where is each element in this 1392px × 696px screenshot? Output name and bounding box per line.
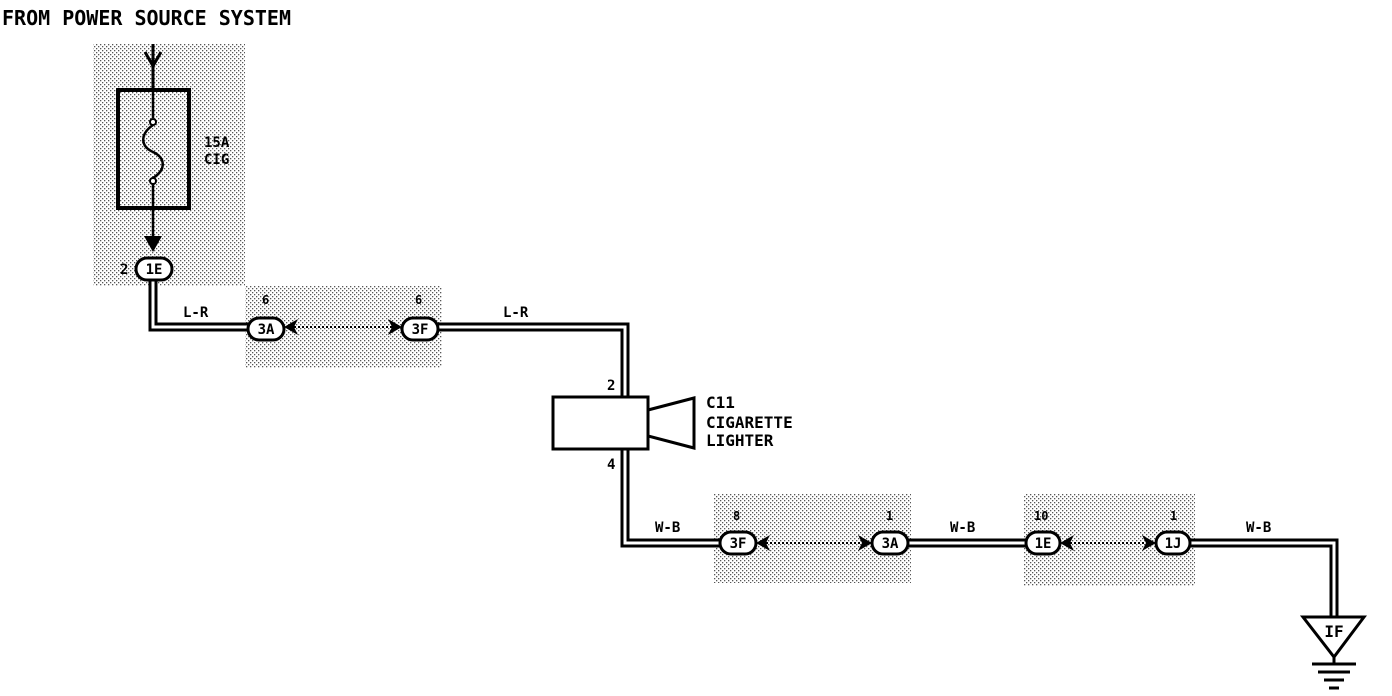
wire-label-wb-1: W-B (655, 520, 680, 536)
fuse-name: CIG (204, 152, 229, 168)
connector-3a-pin6: 3A (246, 316, 286, 342)
svg-text:3A: 3A (258, 322, 275, 338)
source-label: FROM POWER SOURCE SYSTEM (2, 6, 291, 30)
ground-id: IF (1324, 622, 1343, 641)
component-name-line2: LIGHTER (706, 431, 774, 450)
connector-3f-pin8: 3F (718, 530, 758, 556)
ground-symbol (1299, 615, 1367, 690)
fuse-rating: 15A (204, 135, 230, 151)
component-name-line1: CIGARETTE (706, 413, 793, 432)
component-pin-bottom: 4 (607, 457, 615, 473)
connector-3f-pin6: 3F (400, 316, 440, 342)
wire-label-wb-3: W-B (1246, 520, 1271, 536)
fuse-symbol (116, 88, 191, 240)
connector-link-3f-3a (756, 535, 872, 551)
connector-3f-pin6-pin: 6 (415, 293, 422, 307)
component-pin-top: 2 (607, 378, 615, 394)
svg-text:3A: 3A (882, 536, 899, 552)
connector-1e-pin10: 1E (1024, 530, 1062, 556)
wire-wb (620, 449, 1339, 617)
connector-3a-pin1-pin: 1 (886, 509, 893, 523)
connector-1e-pin10-pin: 10 (1034, 509, 1048, 523)
connector-3a-pin1: 3A (870, 530, 910, 556)
wire-label-lr-1: L-R (183, 305, 209, 321)
connector-link-1e-1j (1060, 535, 1156, 551)
connector-link-3a-3f (284, 319, 402, 335)
connector-1j-pin1-pin: 1 (1170, 509, 1177, 523)
svg-text:1E: 1E (1035, 536, 1052, 552)
down-arrow-icon (144, 236, 162, 252)
svg-text:1E: 1E (146, 262, 163, 278)
wire-label-wb-2: W-B (950, 520, 975, 536)
cigarette-lighter-symbol (551, 395, 696, 451)
connector-3f-pin8-pin: 8 (733, 509, 740, 523)
svg-text:1J: 1J (1165, 536, 1182, 552)
connector-1j-pin1: 1J (1154, 530, 1192, 556)
connector-1e-top-pin: 2 (120, 262, 128, 278)
wire-label-lr-2: L-R (503, 305, 529, 321)
connector-1e-top: 1E (134, 256, 174, 282)
component-code: C11 (706, 393, 735, 412)
incoming-arrow (143, 44, 163, 90)
svg-text:3F: 3F (412, 322, 429, 338)
svg-text:3F: 3F (730, 536, 747, 552)
connector-3a-pin6-pin: 6 (262, 293, 269, 307)
